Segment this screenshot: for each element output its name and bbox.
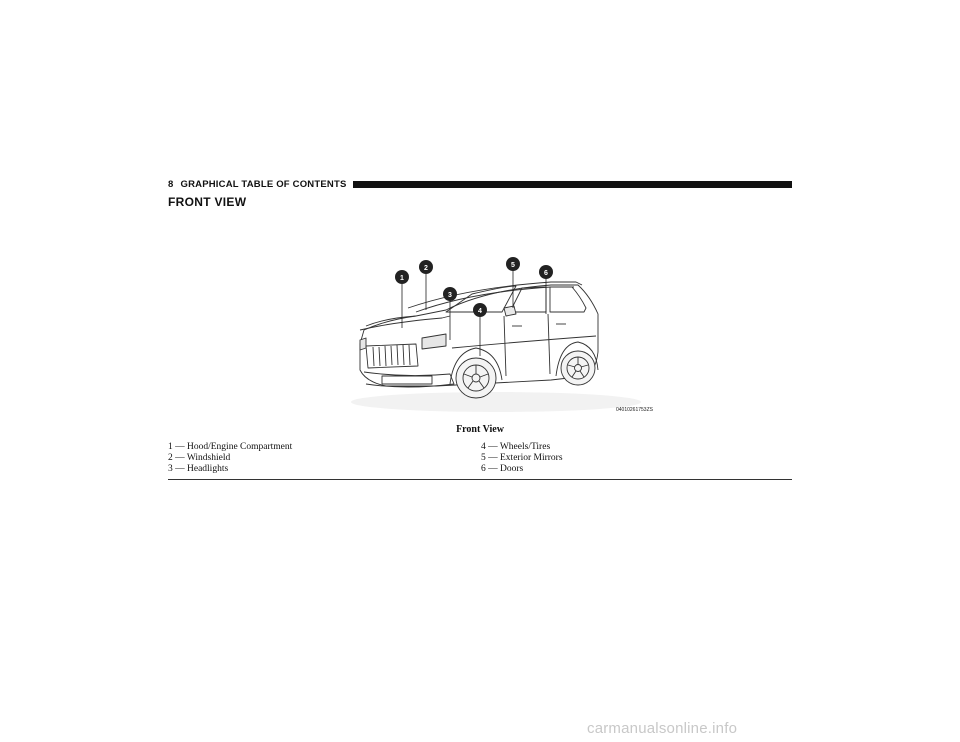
- svg-text:3: 3: [448, 292, 452, 299]
- callout-1-badge: 1: [395, 270, 409, 284]
- svg-text:4: 4: [478, 308, 482, 315]
- page-title: FRONT VIEW: [168, 195, 247, 209]
- legend-item: 3 — Headlights: [168, 464, 229, 474]
- legend-item: 5 — Exterior Mirrors: [481, 453, 563, 463]
- watermark: carmanualsonline.info: [587, 720, 738, 737]
- section-title: GRAPHICAL TABLE OF CONTENTS: [180, 178, 347, 190]
- legend-item: 6 — Doors: [481, 464, 524, 474]
- vehicle-illustration: 1 2 3 4 5 6: [346, 252, 672, 420]
- legend-bottom-rule: [168, 479, 792, 480]
- vehicle-line-drawing: 1 2 3 4 5 6: [351, 257, 641, 412]
- legend-column-left: 1 — Hood/Engine Compartment 2 — Windshie…: [168, 442, 292, 475]
- callout-2-badge: 2: [419, 260, 433, 274]
- legend-item: 1 — Hood/Engine Compartment: [168, 442, 293, 452]
- callout-6-badge: 6: [539, 265, 553, 279]
- callout-3-badge: 3: [443, 287, 457, 301]
- svg-text:6: 6: [544, 270, 548, 277]
- page-number: 8: [168, 178, 174, 190]
- callout-4-badge: 4: [473, 303, 487, 317]
- legend-item: 2 — Windshield: [168, 453, 231, 463]
- svg-text:1: 1: [400, 275, 404, 282]
- running-header: 8 GRAPHICAL TABLE OF CONTENTS: [168, 178, 792, 190]
- callout-5-badge: 5: [506, 257, 520, 271]
- figure-reference-code: 04010261753ZS: [616, 407, 653, 413]
- header-rule-bar: [352, 180, 792, 188]
- legend-column-right: 4 — Wheels/Tires 5 — Exterior Mirrors 6 …: [481, 442, 563, 475]
- svg-text:5: 5: [511, 262, 515, 269]
- figure-caption: Front View: [456, 424, 504, 435]
- svg-text:2: 2: [424, 265, 428, 272]
- legend-item: 4 — Wheels/Tires: [481, 442, 551, 452]
